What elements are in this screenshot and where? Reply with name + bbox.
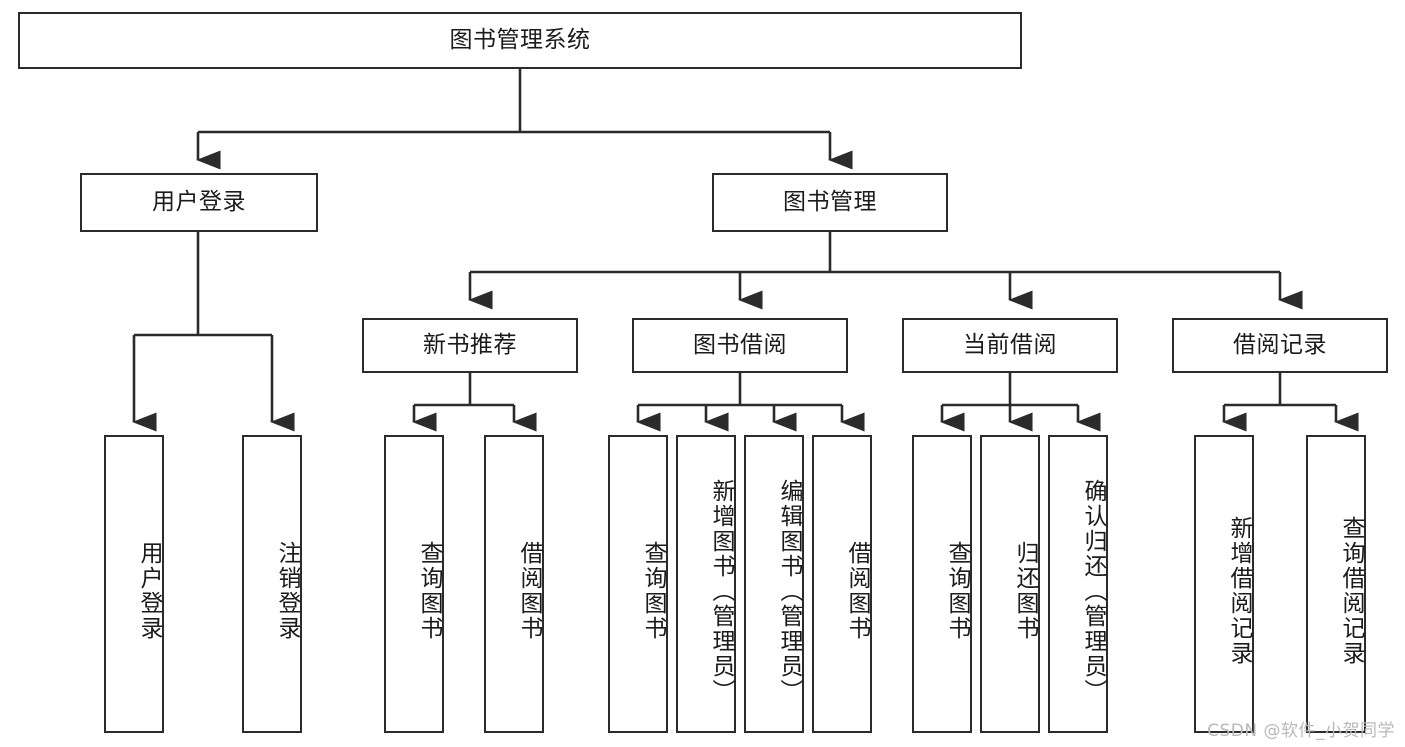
leaf-logout-label: 注销登录 — [274, 541, 300, 641]
leaf-user-login-label: 用户登录 — [136, 541, 162, 641]
leaf-newbook-query-book[interactable]: 查询图书 — [384, 435, 444, 733]
leaf-borrow-add-book-admin-label: 新增图书（管理员） — [708, 478, 734, 704]
leaf-borrow-edit-book-admin[interactable]: 编辑图书（管理员） — [744, 435, 804, 733]
leaf-borrow-add-book-admin[interactable]: 新增图书（管理员） — [676, 435, 736, 733]
leaf-records-add-record[interactable]: 新增借阅记录 — [1194, 435, 1254, 733]
leaf-borrow-query-book-label: 查询图书 — [640, 541, 666, 641]
leaf-current-query-book[interactable]: 查询图书 — [912, 435, 972, 733]
leaf-user-login[interactable]: 用户登录 — [104, 435, 164, 733]
leaf-current-return-book-label: 归还图书 — [1012, 541, 1038, 641]
node-book-management-label: 图书管理 — [783, 188, 877, 215]
node-user-login-label: 用户登录 — [152, 188, 246, 215]
leaf-borrow-borrow-book[interactable]: 借阅图书 — [812, 435, 872, 733]
node-book-borrow[interactable]: 图书借阅 — [632, 318, 848, 373]
leaf-borrow-borrow-book-label: 借阅图书 — [844, 541, 870, 641]
leaf-records-add-record-label: 新增借阅记录 — [1226, 516, 1252, 666]
node-new-book-recommend-label: 新书推荐 — [423, 331, 517, 358]
node-current-borrow-label: 当前借阅 — [963, 331, 1057, 358]
leaf-newbook-query-book-label: 查询图书 — [416, 541, 442, 641]
leaf-current-return-book[interactable]: 归还图书 — [980, 435, 1040, 733]
leaf-current-query-book-label: 查询图书 — [944, 541, 970, 641]
leaf-records-query-record[interactable]: 查询借阅记录 — [1306, 435, 1366, 733]
leaf-newbook-borrow-book[interactable]: 借阅图书 — [484, 435, 544, 733]
leaf-borrow-edit-book-admin-label: 编辑图书（管理员） — [776, 478, 802, 704]
node-book-borrow-label: 图书借阅 — [693, 331, 787, 358]
node-root[interactable]: 图书管理系统 — [18, 12, 1022, 69]
node-borrow-records[interactable]: 借阅记录 — [1172, 318, 1388, 373]
leaf-records-query-record-label: 查询借阅记录 — [1338, 516, 1364, 666]
leaf-borrow-query-book[interactable]: 查询图书 — [608, 435, 668, 733]
node-user-login[interactable]: 用户登录 — [80, 173, 318, 232]
leaf-current-confirm-return-admin-label: 确认归还（管理员） — [1080, 478, 1106, 704]
leaf-logout[interactable]: 注销登录 — [242, 435, 302, 733]
node-current-borrow[interactable]: 当前借阅 — [902, 318, 1118, 373]
node-root-label: 图书管理系统 — [449, 26, 591, 53]
node-new-book-recommend[interactable]: 新书推荐 — [362, 318, 578, 373]
leaf-current-confirm-return-admin[interactable]: 确认归还（管理员） — [1048, 435, 1108, 733]
node-borrow-records-label: 借阅记录 — [1233, 331, 1327, 358]
leaf-newbook-borrow-book-label: 借阅图书 — [516, 541, 542, 641]
node-book-management[interactable]: 图书管理 — [712, 173, 948, 232]
